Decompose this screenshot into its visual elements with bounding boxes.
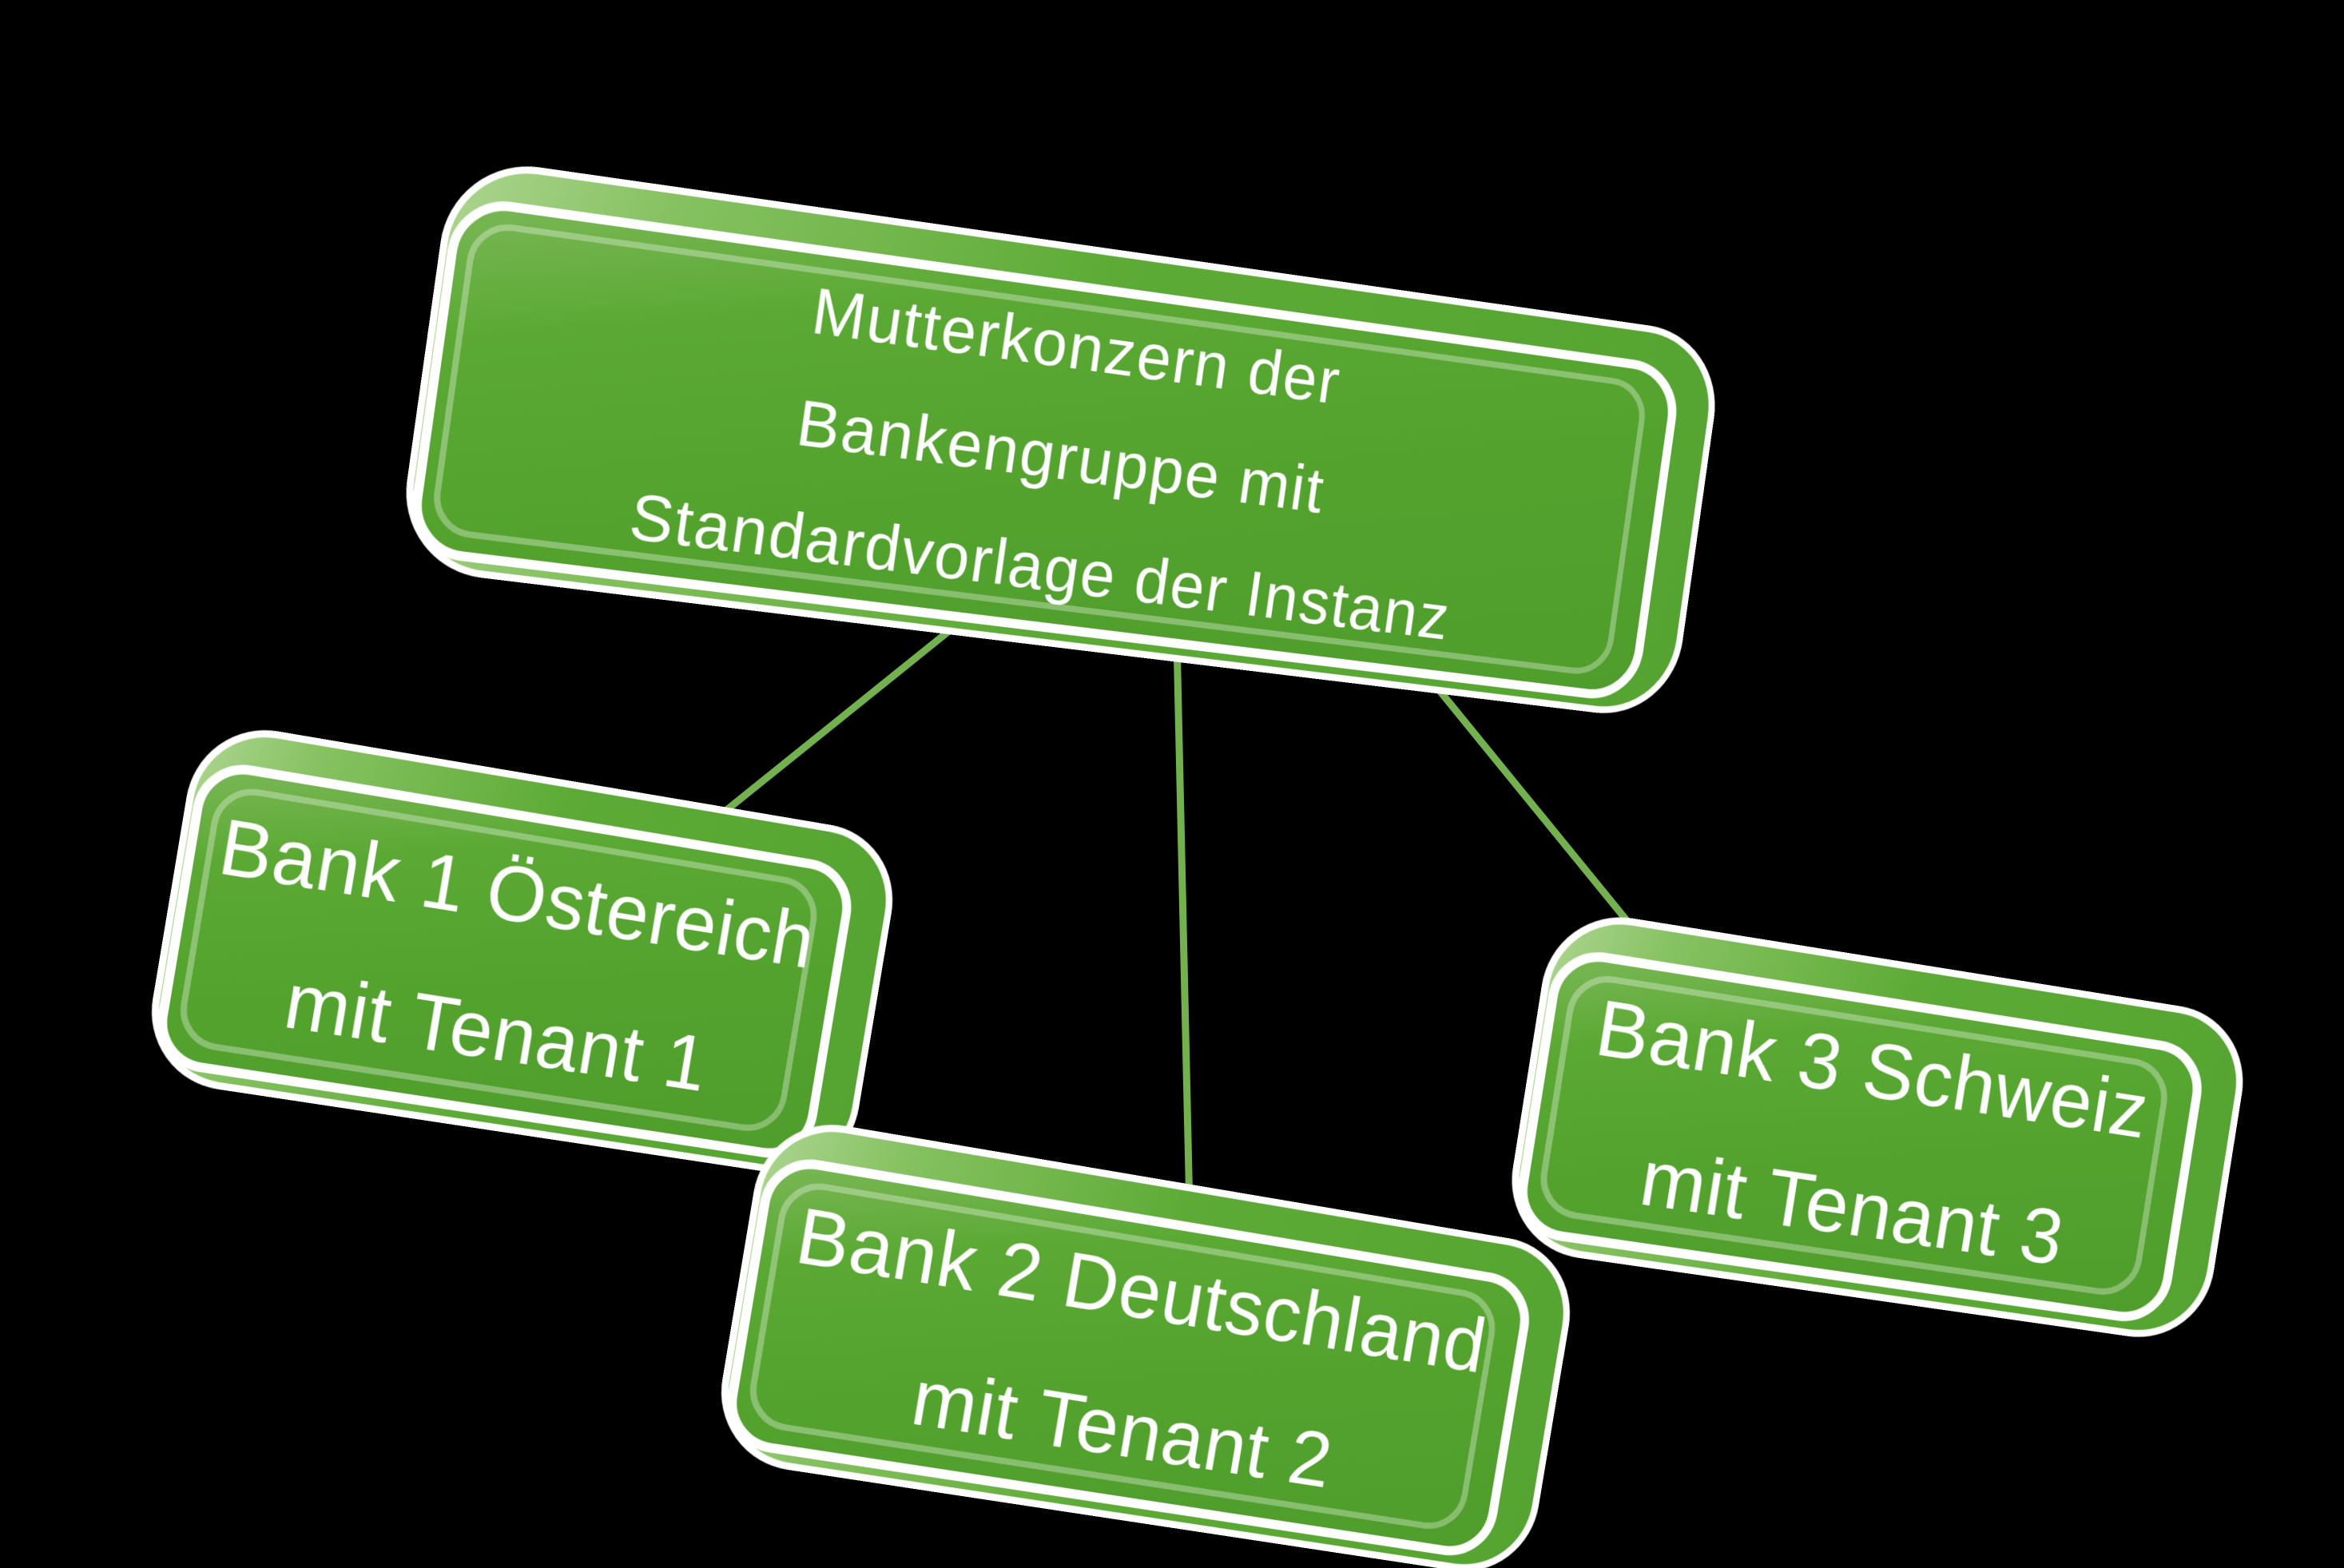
connector-root-bank2	[1173, 638, 1194, 1247]
connector-root-bank3	[1427, 677, 1661, 961]
